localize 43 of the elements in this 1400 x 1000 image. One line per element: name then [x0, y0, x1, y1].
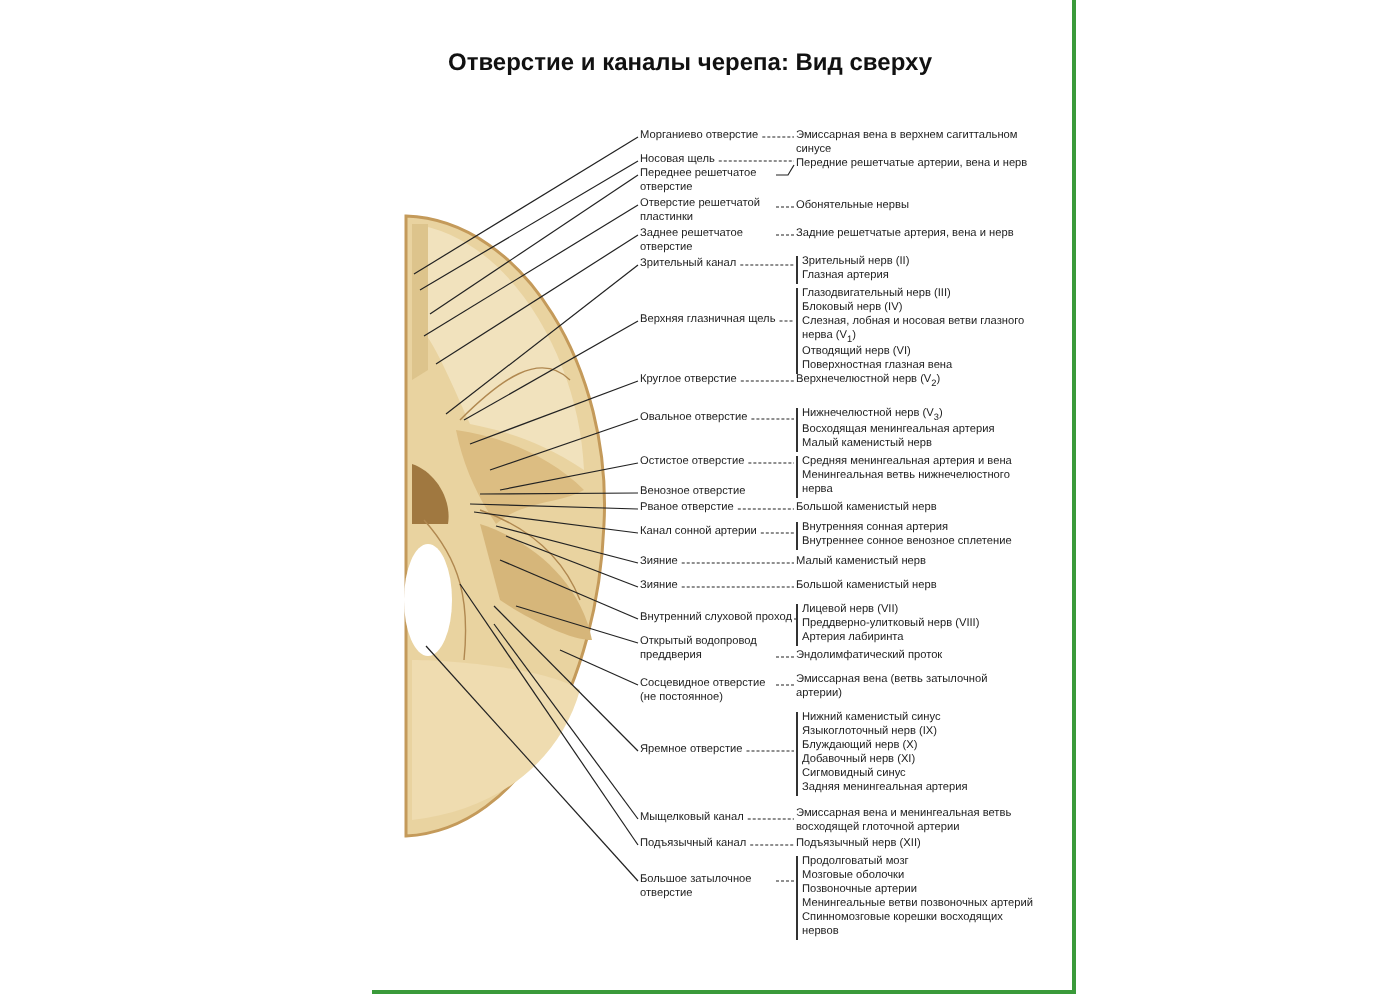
connector-line [747, 818, 795, 820]
leader-line [435, 234, 639, 365]
leader-line [479, 492, 639, 495]
leader-line [419, 160, 639, 291]
leader-line [463, 320, 639, 421]
connector-line [775, 656, 795, 658]
leader-line [495, 525, 639, 564]
leader-line [445, 264, 639, 415]
connector-line [750, 418, 795, 420]
leader-line [493, 605, 639, 752]
leader-line [469, 380, 639, 445]
connector-line [747, 462, 795, 464]
leader-line [425, 645, 639, 882]
connector-line [749, 844, 795, 846]
leader-line [493, 623, 639, 820]
connector-line [681, 586, 795, 588]
connector-line [775, 880, 795, 882]
connector-line [775, 206, 795, 208]
leader-line [505, 535, 639, 588]
connector-line [760, 532, 795, 534]
leader-line [469, 503, 639, 510]
leader-line [459, 583, 639, 846]
leader-line [559, 649, 639, 686]
leader-line [489, 418, 639, 471]
leader-line [515, 605, 639, 644]
leader-line [413, 136, 639, 275]
poster-title: Отверстие и каналы черепа: Вид сверху [445, 48, 934, 76]
leader-line [499, 559, 639, 620]
leader-line [499, 462, 639, 491]
leader-line [429, 174, 639, 315]
connector-line [745, 750, 795, 752]
connector-line [737, 508, 795, 510]
connector-line [681, 562, 795, 564]
connector-line [739, 264, 795, 266]
connector-line [761, 136, 795, 138]
connector-line [740, 380, 795, 382]
connector-line [718, 160, 795, 162]
leader-line [423, 204, 639, 337]
leader-line [473, 511, 639, 534]
connector-line [775, 684, 795, 686]
connector-line [775, 164, 795, 176]
connector-line [778, 320, 795, 322]
connector-line [775, 234, 795, 236]
